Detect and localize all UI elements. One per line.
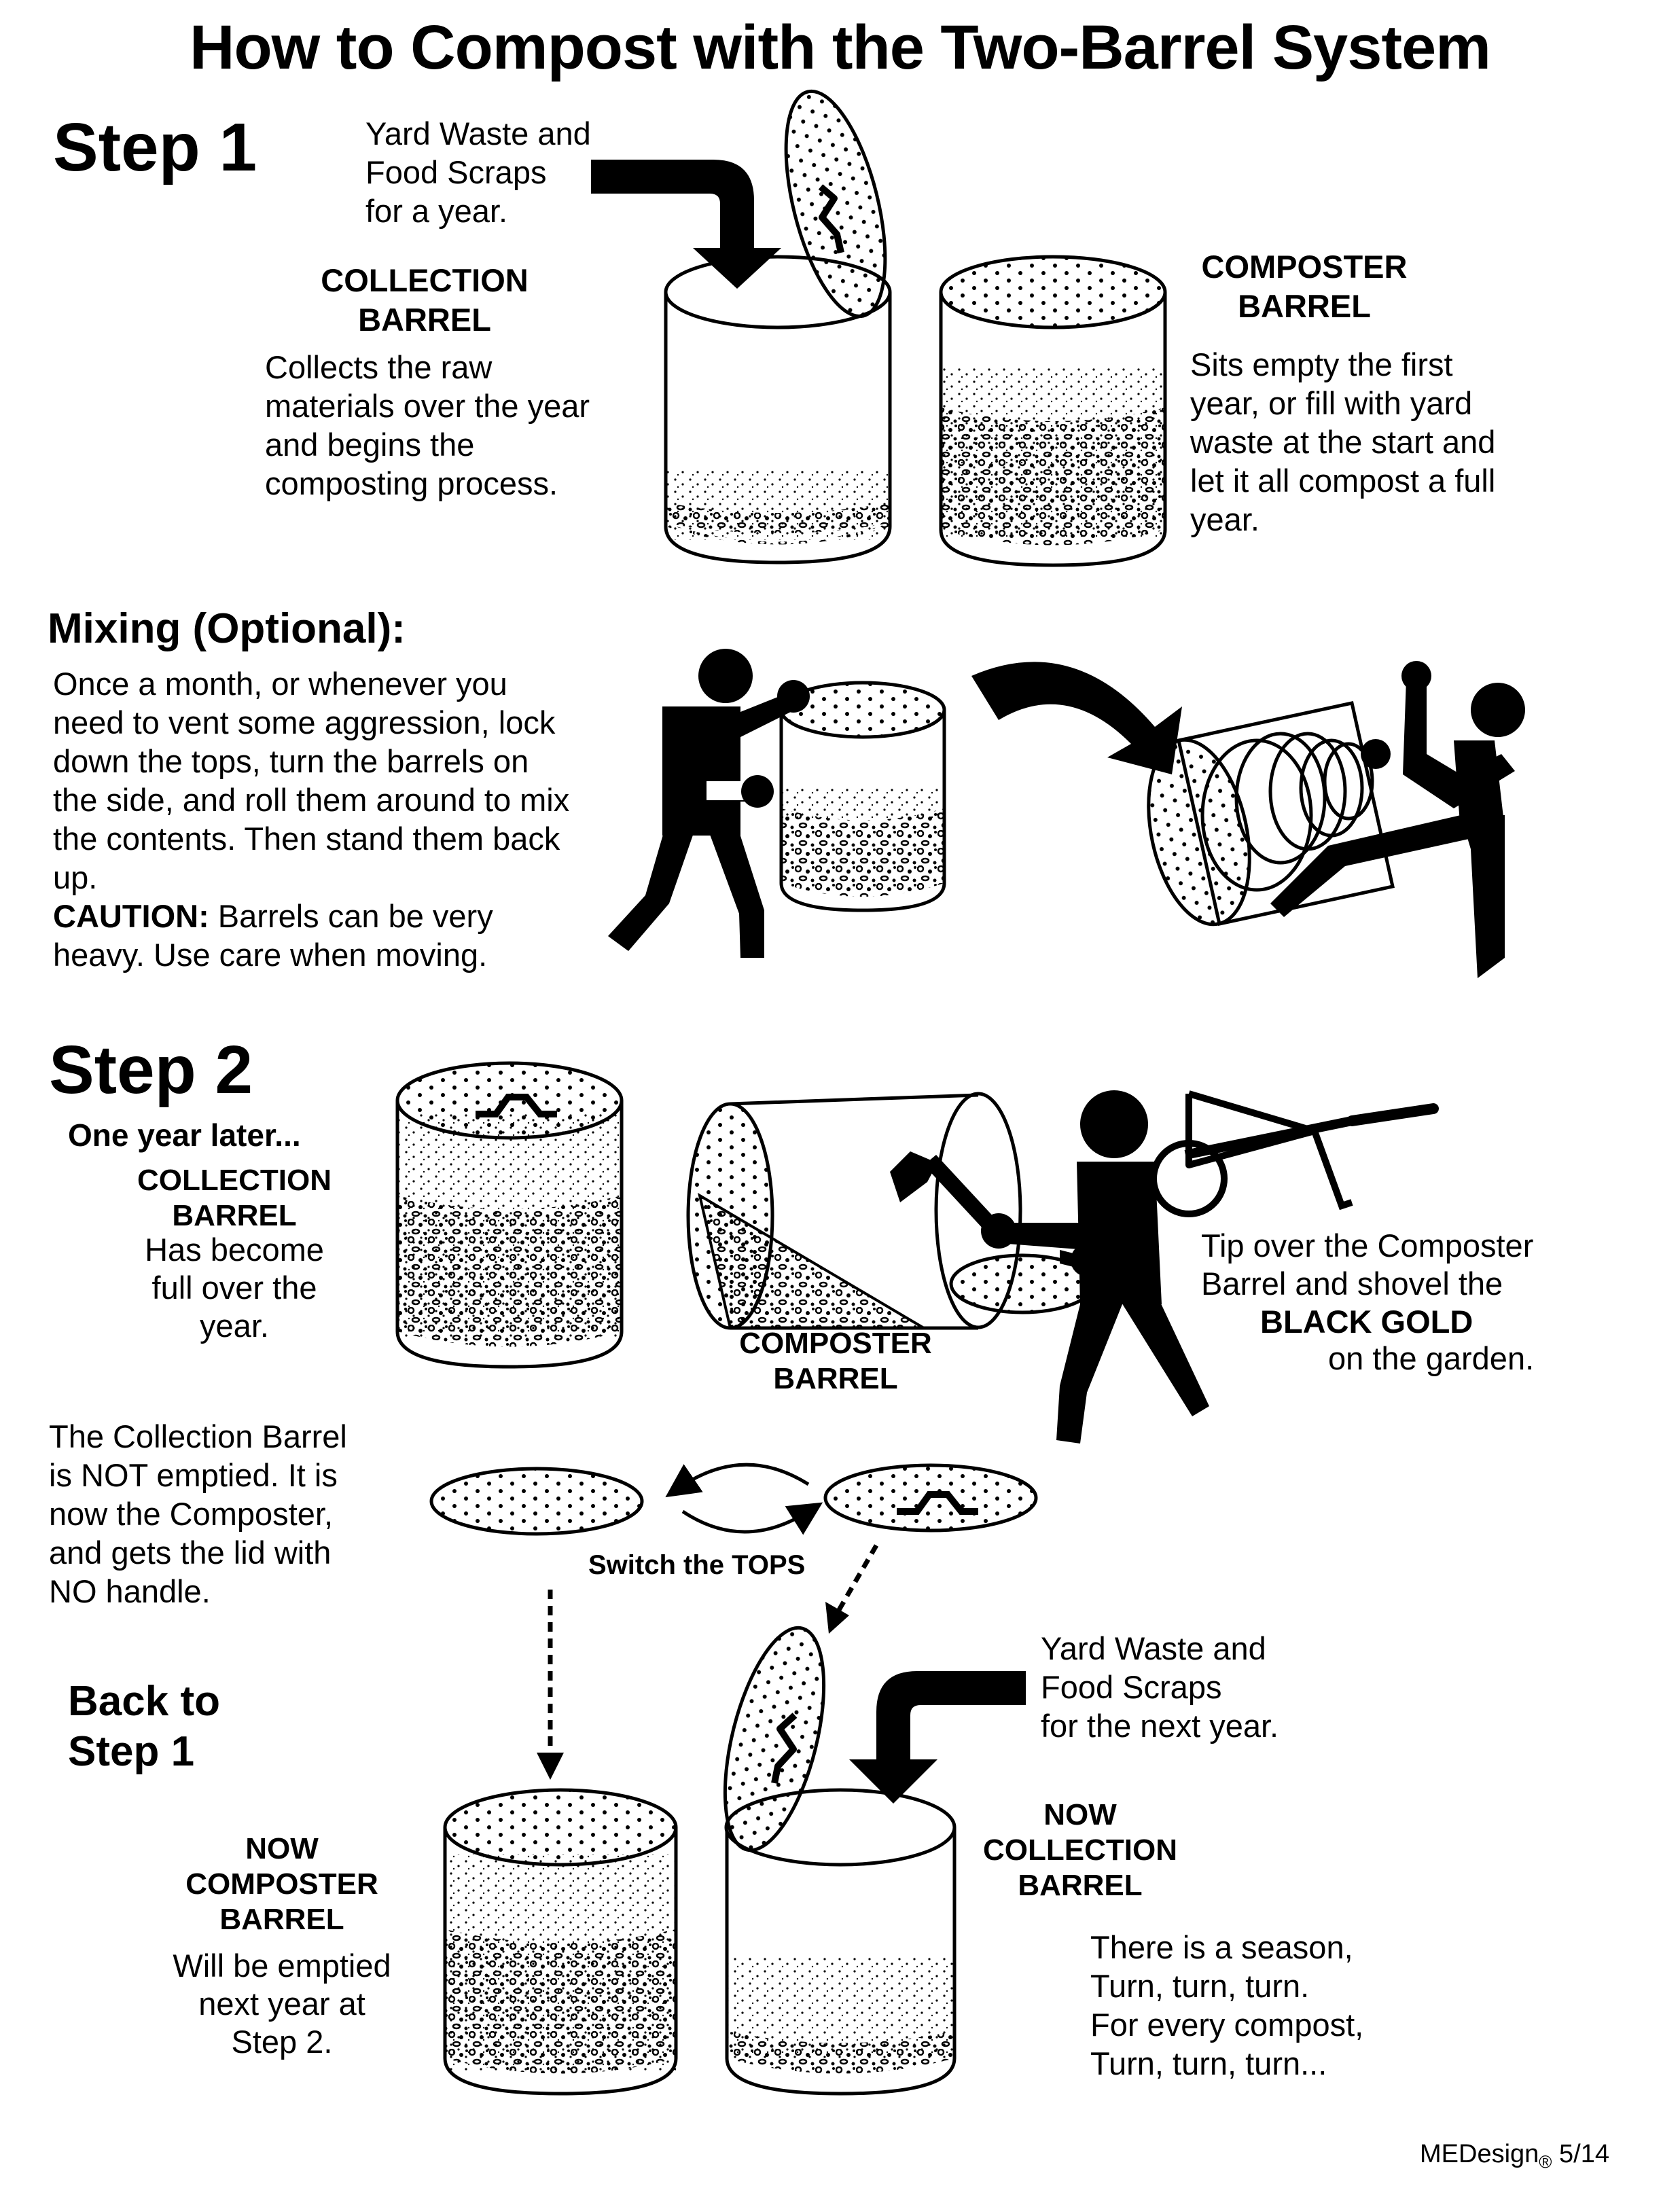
footer-date: 5/14: [1552, 2140, 1609, 2168]
lid-with-handle: [823, 1463, 1038, 1533]
page-title: How to Compost with the Two-Barrel Syste…: [190, 13, 1491, 82]
step2-composter-label: COMPOSTER BARREL: [739, 1327, 932, 1395]
step1-heading: Step 1: [53, 109, 257, 185]
now-composter-barrel: [443, 1788, 678, 2096]
composter-barrel-step1: [939, 255, 1167, 567]
tip-text-lines: Tip over the Composter Barrel and shovel…: [1201, 1228, 1534, 1302]
step1-composter-label: COMPOSTER BARREL: [1201, 249, 1408, 324]
input-arrow-back: [849, 1671, 1026, 1804]
step1-collection-desc: Collects the raw materials over the year…: [265, 349, 590, 501]
switch-tops-label: Switch the TOPS: [588, 1550, 806, 1580]
wheelbarrow-icon: [1150, 1090, 1439, 1217]
step1-composter-desc: Sits empty the first year, or fill with …: [1190, 346, 1496, 537]
now-composter-desc: Will be emptied next year at Step 2.: [173, 1948, 391, 2060]
open-lid-step1: [784, 89, 887, 319]
mixing-barrel-upright: [779, 681, 946, 912]
step2-collection-desc: Has become full over the year.: [145, 1232, 324, 1344]
black-gold-label: BLACK GOLD: [1260, 1304, 1473, 1340]
step2-collection-label: COLLECTION BARREL: [137, 1164, 332, 1232]
input-arrow-step1: [591, 160, 781, 289]
caution-label: CAUTION:: [53, 898, 209, 934]
now-collection-label: NOW COLLECTION BARREL: [983, 1798, 1177, 1902]
back-input-note: Yard Waste and Food Scraps for the next …: [1041, 1630, 1279, 1744]
switch-note: The Collection Barrel is NOT emptied. It…: [49, 1418, 347, 1609]
dashed-arrow-right: [825, 1544, 879, 1634]
person-kicking-icon: [1270, 661, 1525, 978]
swap-arrows-icon: [665, 1463, 823, 1535]
step1-collection-label: COLLECTION BARREL: [321, 262, 529, 338]
back-to-step1-heading: Back to Step 1: [68, 1678, 220, 1775]
tipped-composter-barrel: [686, 1092, 1022, 1330]
step2-heading: Step 2: [49, 1032, 253, 1108]
full-collection-barrel-step2: [395, 1061, 624, 1369]
footer-brand: MEDesign: [1420, 2140, 1539, 2168]
step2-subheading: One year later...: [68, 1117, 301, 1153]
person-lifting-icon: [608, 649, 810, 958]
step2-tip-text: Tip over the Composter Barrel and shovel…: [1201, 1227, 1533, 1303]
now-composter-label: NOW COMPOSTER BARREL: [185, 1832, 378, 1936]
person-shoveling-icon: [890, 1090, 1209, 1444]
step1-input-note: Yard Waste and Food Scraps for a year.: [365, 115, 591, 229]
mixing-description: Once a month, or whenever you need to ve…: [53, 664, 637, 974]
dashed-arrow-left: [537, 1590, 564, 1780]
footer-credit: MEDesign® 5/14: [1420, 2140, 1609, 2173]
lid-no-handle: [429, 1467, 644, 1536]
mixing-heading: Mixing (Optional):: [48, 605, 406, 652]
caution-text: Barrels can be very heavy. Use care when…: [53, 898, 493, 973]
tip-text-end: on the garden.: [1328, 1340, 1535, 1376]
rotation-arrow-icon: [971, 662, 1182, 774]
registered-mark: ®: [1539, 2151, 1552, 2172]
closing-verse: There is a season, Turn, turn, turn. For…: [1090, 1929, 1364, 2081]
mixing-desc-text: Once a month, or whenever you need to ve…: [53, 666, 570, 895]
open-lid-back: [723, 1626, 826, 1852]
